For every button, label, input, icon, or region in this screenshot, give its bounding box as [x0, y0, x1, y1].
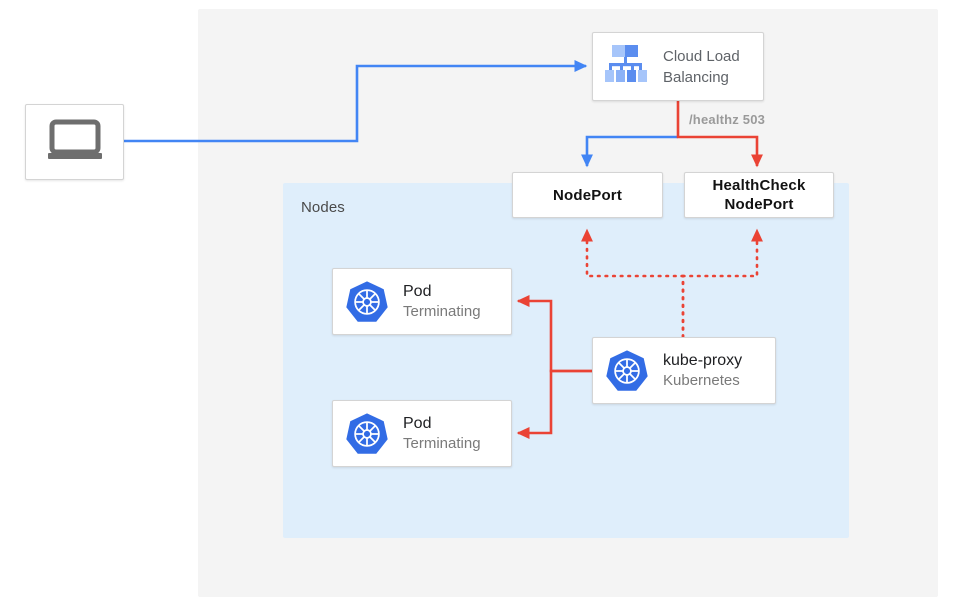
nodes-region-label: Nodes: [301, 199, 345, 216]
healthcheck-nodeport-label-line2: NodePort: [724, 196, 794, 213]
kube-proxy-title: kube-proxy: [663, 352, 743, 369]
cloud-load-balancing-label: Cloud Load Balancing: [663, 46, 740, 88]
healthcheck-nodeport-label-line1: HealthCheck: [712, 177, 806, 194]
pod-title-1: Pod: [403, 283, 432, 300]
kube-proxy-subtitle: Kubernetes: [663, 372, 740, 389]
healthcheck-nodeport-node[interactable]: HealthCheck NodePort: [684, 172, 834, 218]
cloud-load-balancing-icon: [603, 43, 651, 90]
client-node[interactable]: [25, 104, 124, 180]
pod-subtitle-2: Terminating: [403, 435, 481, 452]
pod-label-group-2: Pod Terminating: [403, 415, 481, 452]
kubernetes-icon: [345, 412, 389, 456]
pod-subtitle-1: Terminating: [403, 303, 481, 320]
pod-title-2: Pod: [403, 415, 432, 432]
cloud-load-balancing-title-line1: Cloud Load: [663, 47, 740, 65]
pod-node-2[interactable]: Pod Terminating: [332, 400, 512, 467]
nodeport-node[interactable]: NodePort: [512, 172, 663, 218]
kube-proxy-node[interactable]: kube-proxy Kubernetes: [592, 337, 776, 404]
laptop-icon: [47, 119, 103, 166]
pod-node-1[interactable]: Pod Terminating: [332, 268, 512, 335]
cloud-load-balancing-title-line2: Balancing: [663, 68, 729, 86]
cloud-load-balancing-node[interactable]: Cloud Load Balancing: [592, 32, 764, 101]
kube-proxy-label-group: kube-proxy Kubernetes: [663, 352, 743, 389]
kubernetes-icon: [605, 349, 649, 393]
pod-label-group-1: Pod Terminating: [403, 283, 481, 320]
healthz-edge-label: /healthz 503: [689, 112, 766, 127]
kubernetes-icon: [345, 280, 389, 324]
healthcheck-nodeport-label: HealthCheck NodePort: [712, 176, 805, 214]
nodeport-label: NodePort: [552, 186, 623, 204]
